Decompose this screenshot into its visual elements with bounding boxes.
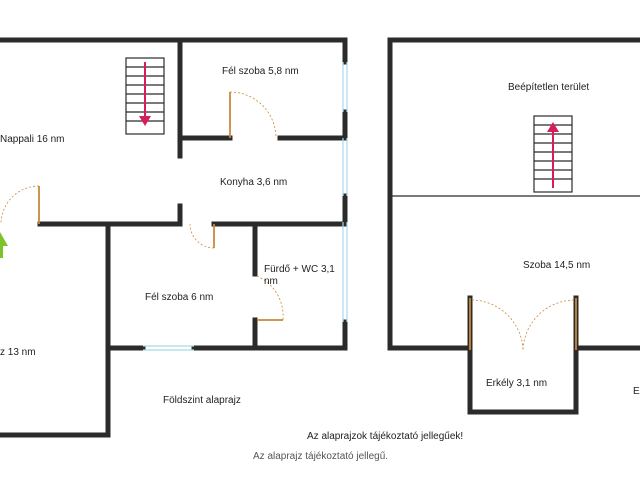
ground-floor-windows: [143, 62, 348, 351]
room-label-erkely: Erkély 3,1 nm: [486, 378, 548, 389]
room-label-furdo-line2: nm: [264, 276, 278, 287]
stair-down-arrow-head: [139, 116, 151, 126]
ground-floor-walls: [0, 37, 348, 438]
room-label-beepitetlen: Beépítetlen terület: [508, 82, 590, 93]
room-label-nappali-text: Nappali 16 nm: [0, 134, 65, 145]
disclaimer-plural: Az alaprajzok tájékoztató jellegűek!: [307, 431, 464, 442]
ground-floor-doors: [0, 91, 284, 321]
disclaimer-singular: Az alaprajz tájékoztató jellegű.: [253, 451, 389, 462]
room-label-right-edge: E: [633, 386, 640, 397]
room-label-szoba: Szoba 14,5 nm: [523, 260, 591, 271]
room-label-bottom-left: z 13 nm: [0, 347, 36, 358]
room-label-furdo-line1: Fürdő + WC 3,1: [264, 264, 335, 275]
room-label-nappali: Nappali 16 nm: [0, 134, 70, 146]
room-label-fel-szoba-top: Fél szoba 5,8 nm: [222, 66, 299, 77]
upper-floor-stairs: [533, 115, 573, 193]
entrance-arrow-icon: [0, 232, 8, 258]
room-label-fel-szoba-bottom: Fél szoba 6 nm: [145, 292, 214, 303]
upper-floor-walls: [387, 37, 640, 415]
balcony-doors: [469, 298, 577, 351]
ground-floor-stairs: [125, 57, 165, 135]
stair-up-arrow-head: [547, 122, 559, 132]
room-label-konyha: Konyha 3,6 nm: [220, 177, 288, 188]
ground-floor-caption: Földszint alaprajz: [163, 395, 241, 406]
